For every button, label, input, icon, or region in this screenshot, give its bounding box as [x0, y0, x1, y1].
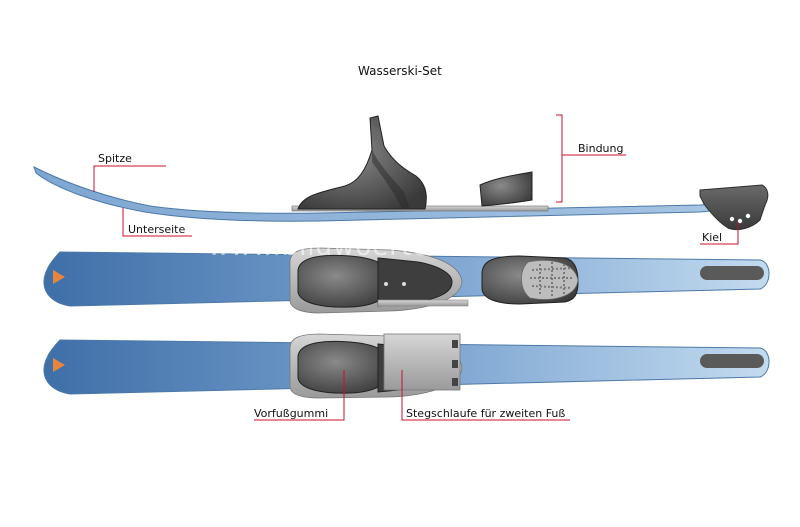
label-kiel: Kiel: [702, 231, 723, 244]
arrow-1: [53, 270, 65, 284]
label-bindung: Bindung: [578, 142, 624, 155]
fin: [699, 184, 769, 231]
label-spitze: Spitze: [98, 152, 132, 165]
top-view-ski-1: [43, 247, 770, 314]
watermark: www.bildwoerterbuch.com: [208, 232, 577, 262]
label-unterseite: Unterseite: [128, 223, 186, 236]
label-stegschlaufe: Stegschlaufe für zweiten Fuß: [406, 407, 566, 420]
diagram-title: Wasserski-Set: [358, 64, 442, 78]
side-view-ski: [33, 115, 769, 231]
arrow-2: [53, 358, 65, 372]
front-binding: [297, 115, 427, 210]
rear-toe-strap: [479, 171, 533, 207]
top-view-ski-2: [43, 333, 770, 399]
label-vorfussgummi: Vorfußgummi: [254, 407, 329, 420]
leader-lines: [93, 114, 739, 421]
